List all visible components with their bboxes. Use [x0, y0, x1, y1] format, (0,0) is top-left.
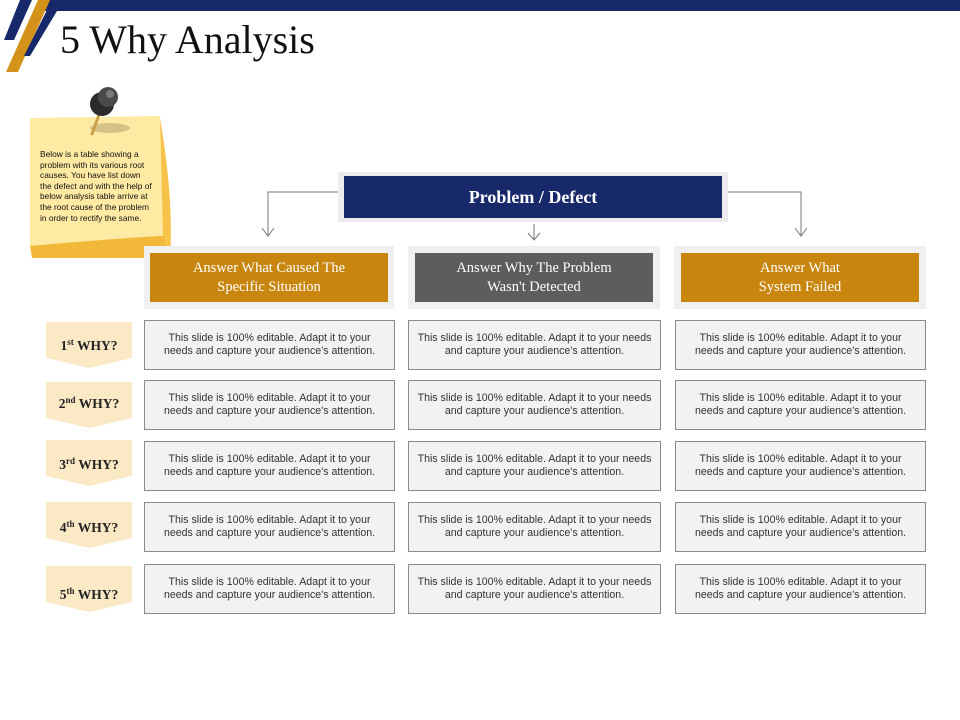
why-label-2: 2nd WHY?	[58, 395, 120, 411]
why-label-1: 1st WHY?	[60, 337, 118, 353]
note-text: Below is a table showing a problem with …	[40, 149, 152, 223]
column-header-system-failed: Answer What System Failed	[681, 253, 919, 302]
slide-title: 5 Why Analysis	[60, 17, 315, 62]
cell-why1-not-detected[interactable]: This slide is 100% editable. Adapt it to…	[408, 320, 661, 370]
corner-stripes	[4, 0, 60, 72]
cell-why4-caused[interactable]: This slide is 100% editable. Adapt it to…	[144, 502, 395, 552]
why-tag-2	[46, 382, 132, 428]
why-tag-5	[46, 566, 132, 612]
problem-defect-box: Problem / Defect	[344, 176, 722, 218]
column-header-not-detected: Answer Why The Problem Wasn't Detected	[415, 253, 653, 302]
why-label-3: 3rd WHY?	[59, 456, 119, 472]
cell-why2-caused[interactable]: This slide is 100% editable. Adapt it to…	[144, 380, 395, 430]
cell-why3-caused[interactable]: This slide is 100% editable. Adapt it to…	[144, 441, 395, 491]
why-label-4: 4th WHY?	[59, 519, 119, 535]
cell-why5-not-detected[interactable]: This slide is 100% editable. Adapt it to…	[408, 564, 661, 614]
cell-why2-not-detected[interactable]: This slide is 100% editable. Adapt it to…	[408, 380, 661, 430]
cell-why1-system-failed[interactable]: This slide is 100% editable. Adapt it to…	[675, 320, 926, 370]
why-label-5: 5th WHY?	[59, 586, 119, 602]
cell-why4-system-failed[interactable]: This slide is 100% editable. Adapt it to…	[675, 502, 926, 552]
cell-why5-caused[interactable]: This slide is 100% editable. Adapt it to…	[144, 564, 395, 614]
cell-why3-system-failed[interactable]: This slide is 100% editable. Adapt it to…	[675, 441, 926, 491]
why-tag-4	[46, 502, 132, 548]
column-header-caused: Answer What Caused The Specific Situatio…	[150, 253, 388, 302]
cell-why5-system-failed[interactable]: This slide is 100% editable. Adapt it to…	[675, 564, 926, 614]
cell-why3-not-detected[interactable]: This slide is 100% editable. Adapt it to…	[408, 441, 661, 491]
cell-why1-caused[interactable]: This slide is 100% editable. Adapt it to…	[144, 320, 395, 370]
why-tag-3	[46, 440, 132, 486]
cell-why2-system-failed[interactable]: This slide is 100% editable. Adapt it to…	[675, 380, 926, 430]
why-tag-1	[46, 322, 132, 368]
cell-why4-not-detected[interactable]: This slide is 100% editable. Adapt it to…	[408, 502, 661, 552]
top-banner-bar	[40, 0, 960, 11]
